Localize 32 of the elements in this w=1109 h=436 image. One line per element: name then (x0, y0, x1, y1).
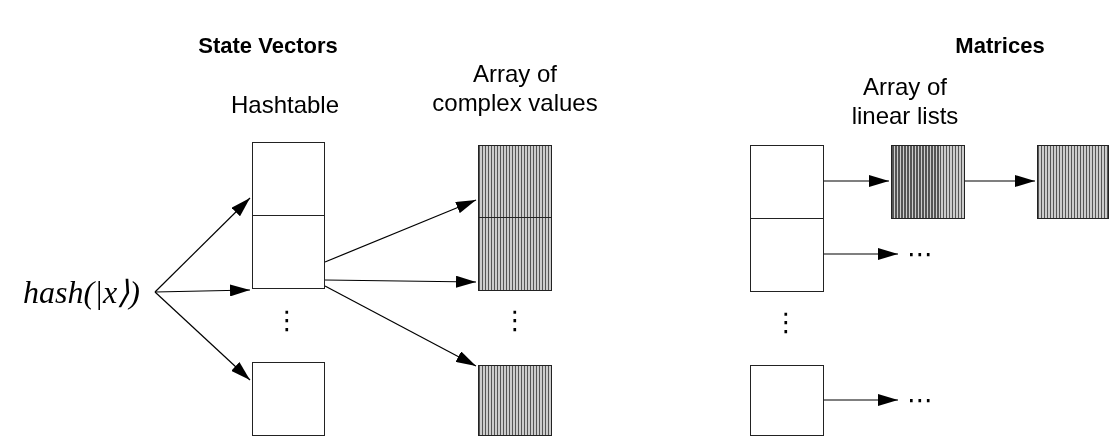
value-cell (478, 365, 552, 436)
arrow (154, 291, 251, 381)
value-cell (891, 145, 965, 219)
table-slot (252, 215, 325, 289)
vertical-ellipsis: ⋮ (273, 305, 301, 337)
hash-function-text: hash(|x⟩) (8, 268, 155, 316)
continuation-dots: ⋯ (900, 386, 940, 414)
column-heading: Hashtable (229, 91, 341, 120)
section-heading: State Vectors (197, 33, 339, 60)
table-slot (252, 362, 325, 436)
value-cell (1037, 145, 1109, 219)
table-slot (750, 218, 824, 292)
arrow (324, 199, 477, 263)
table-slot (750, 145, 824, 219)
arrow (154, 197, 251, 293)
vertical-ellipsis: ⋮ (772, 307, 800, 339)
value-cell (478, 145, 552, 218)
continuation-dots: ⋯ (900, 240, 940, 268)
arrow (324, 285, 477, 367)
arrow (823, 394, 899, 406)
vertical-ellipsis: ⋮ (501, 305, 529, 337)
arrow (964, 175, 1036, 187)
arrow (324, 275, 477, 288)
table-slot (750, 365, 824, 436)
column-heading: Array of linear lists (850, 73, 960, 131)
column-heading: Array of complex values (431, 60, 599, 118)
arrow (823, 175, 890, 187)
value-cell (478, 217, 552, 291)
arrow (154, 284, 251, 297)
table-slot (252, 142, 325, 216)
arrow (823, 248, 899, 260)
section-heading: Matrices (954, 33, 1046, 60)
